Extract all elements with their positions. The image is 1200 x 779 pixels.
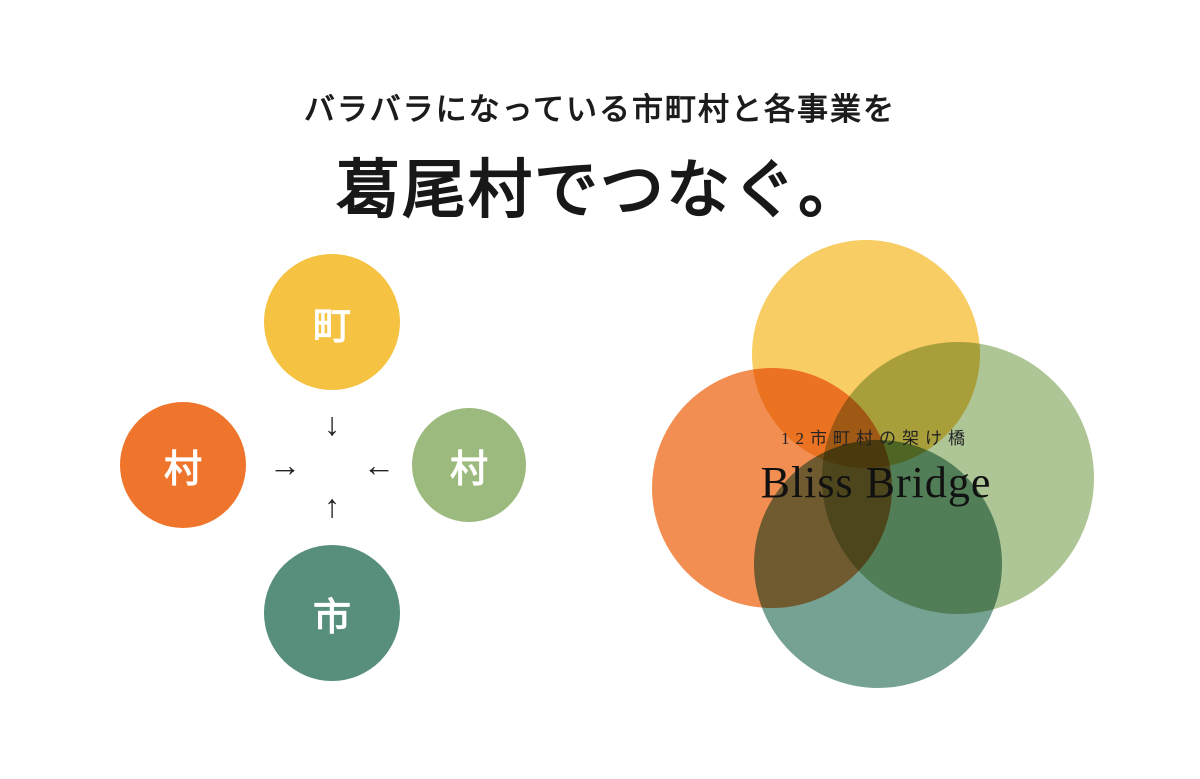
node-city: 市	[264, 545, 400, 681]
headline: バラバラになっている市町村と各事業を 葛尾村でつなぐ。	[0, 84, 1200, 231]
node-village-left-label: 村	[163, 448, 202, 491]
brand-tagline: 12市町村の架け橋	[781, 429, 971, 448]
arrow-left-icon: ←	[363, 447, 395, 483]
node-village-left: 村	[120, 402, 246, 528]
node-town-label: 町	[312, 305, 351, 348]
node-village-right: 村	[412, 408, 526, 522]
headline-subtitle: バラバラになっている市町村と各事業を	[303, 92, 897, 127]
node-city-label: 市	[312, 596, 351, 639]
headline-title: 葛尾村でつなぐ。	[336, 154, 864, 226]
arrow-down-icon: ↓	[324, 406, 340, 442]
arrow-up-icon: ↑	[324, 488, 340, 524]
node-village-right-label: 村	[449, 448, 488, 491]
brand-name: Bliss Bridge	[760, 458, 992, 507]
arrow-right-icon: →	[269, 447, 301, 483]
venn-circle-teal	[754, 440, 1002, 688]
node-town: 町	[264, 254, 400, 390]
brand-block: 12市町村の架け橋 Bliss Bridge	[690, 424, 1062, 508]
